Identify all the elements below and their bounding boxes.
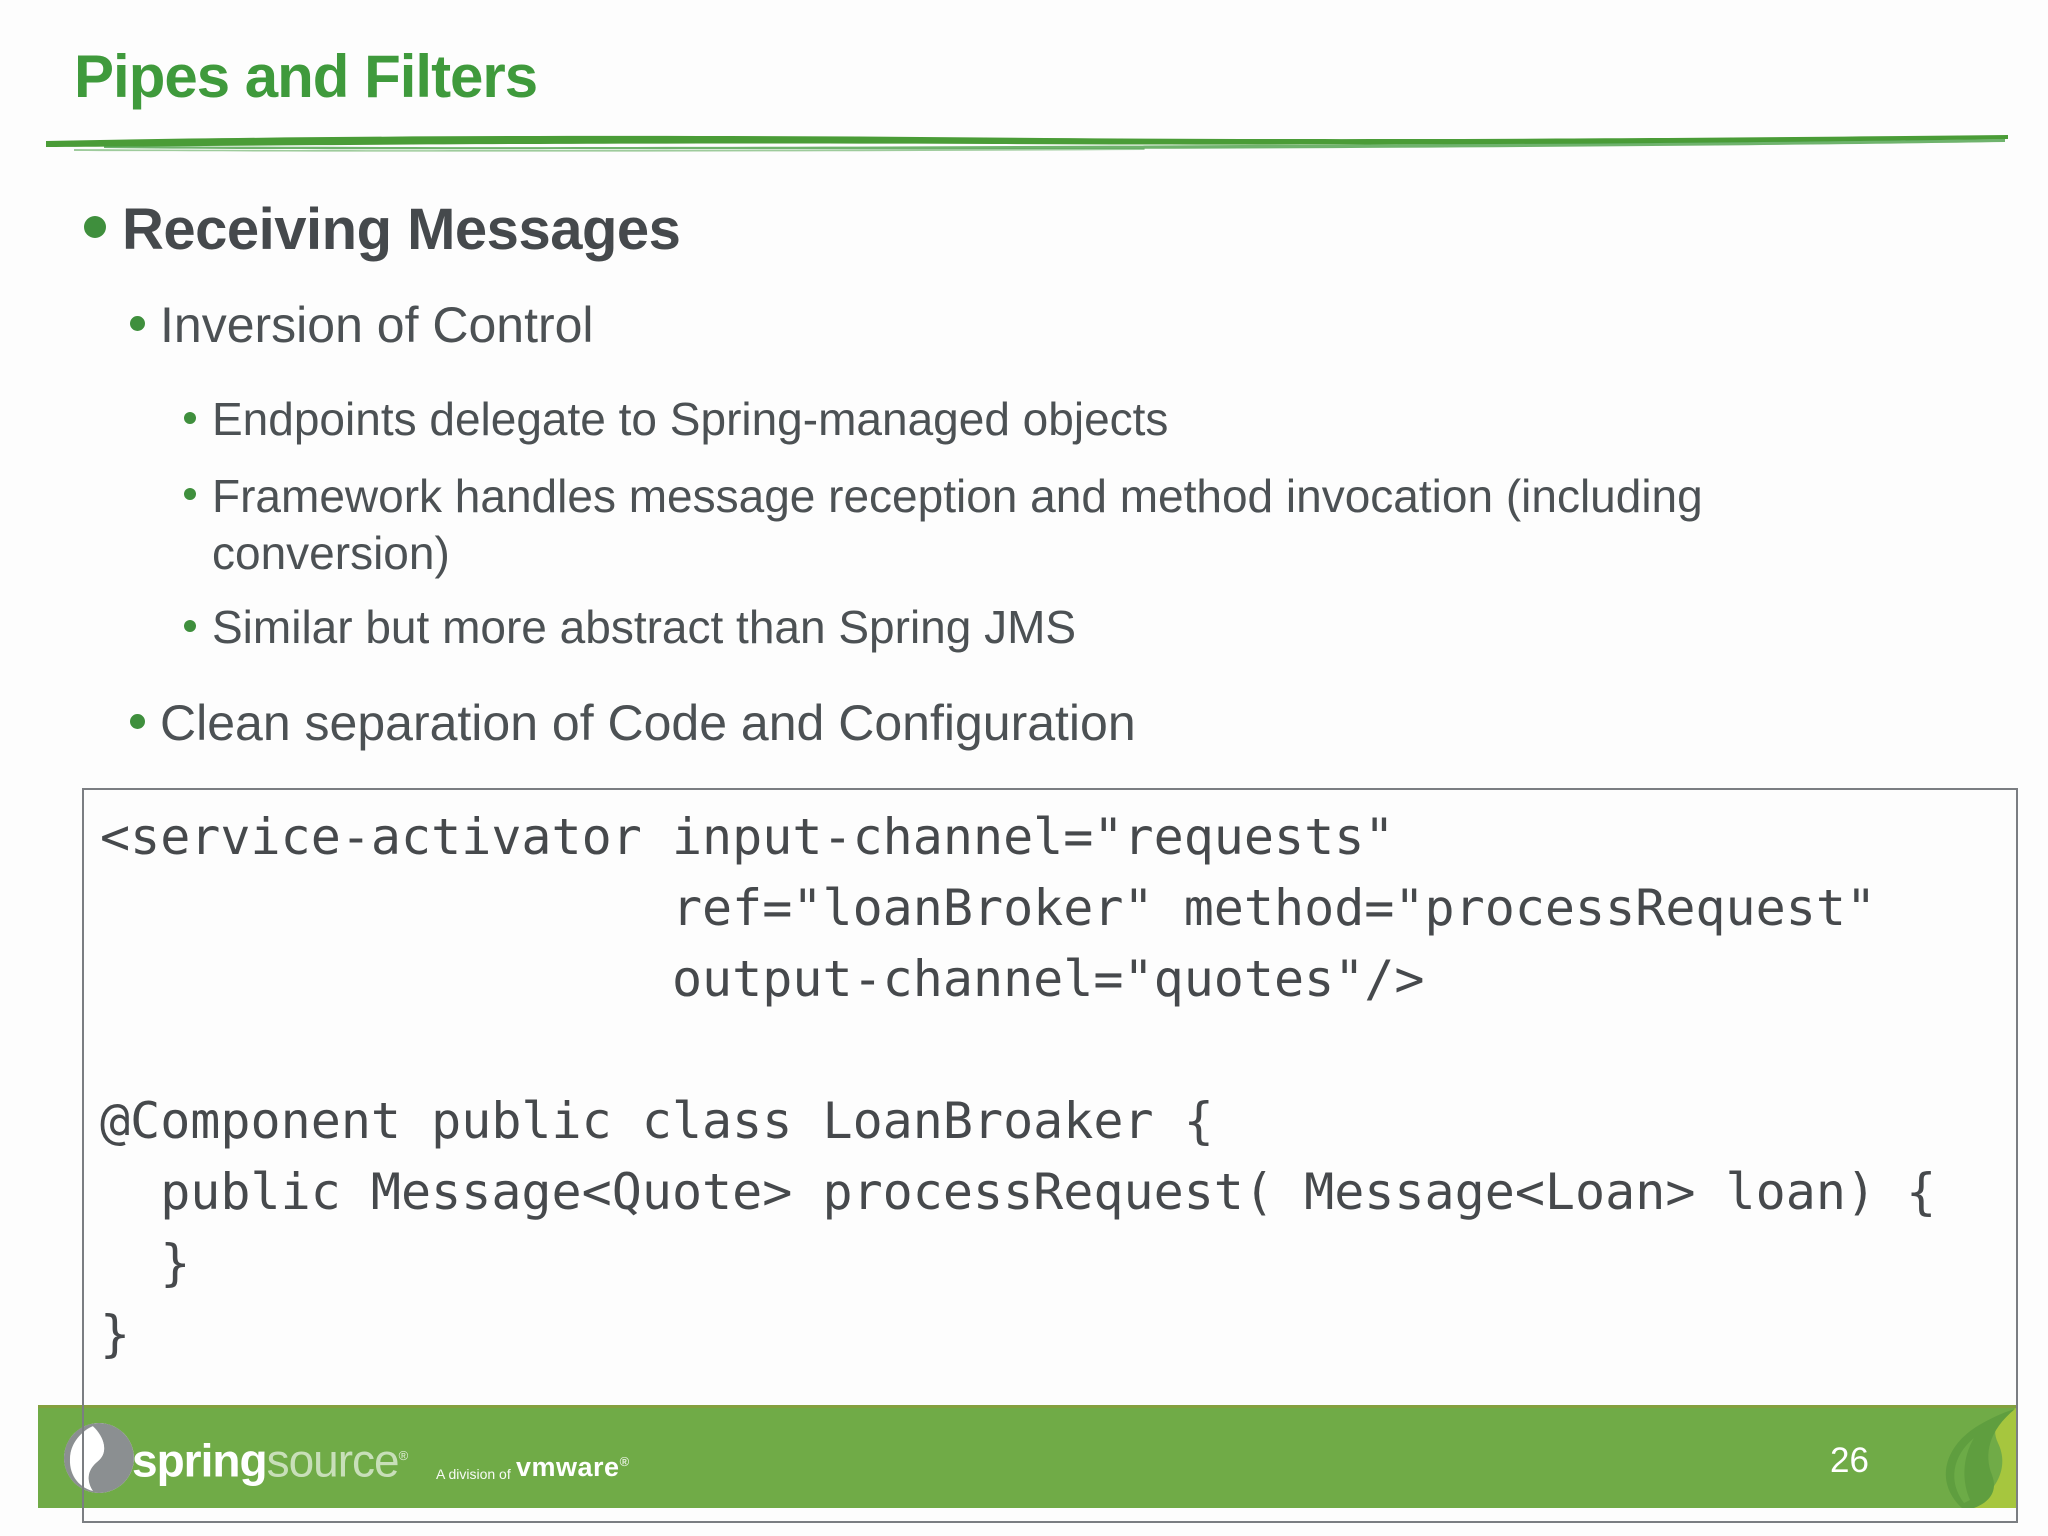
vmware-text: vmware bbox=[516, 1452, 620, 1482]
springsource-wordmark: springsource® bbox=[132, 1430, 408, 1486]
brush-underline-decoration bbox=[46, 135, 2008, 152]
registered-mark: ® bbox=[619, 1454, 630, 1469]
slide-title: Pipes and Filters bbox=[74, 43, 538, 110]
bullet-level2-clean-separation: Clean separation of Code and Configurati… bbox=[160, 695, 1136, 751]
bullet-level3-endpoints: Endpoints delegate to Spring-managed obj… bbox=[212, 393, 1169, 445]
brand-spring-text: spring bbox=[132, 1434, 268, 1487]
springsource-logo-icon bbox=[64, 1423, 134, 1493]
bullet-level2-inversion-of-control: Inversion of Control bbox=[160, 297, 594, 353]
bullet-level3-framework: Framework handles message reception and … bbox=[212, 470, 1703, 579]
bullet-icon bbox=[184, 488, 196, 500]
division-of-label: A division of bbox=[436, 1466, 511, 1482]
bullet-icon bbox=[184, 412, 196, 424]
brand-source-text: source bbox=[266, 1434, 400, 1487]
code-block: <service-activator input-channel="reques… bbox=[100, 808, 1937, 1363]
vmware-wordmark: vmware® bbox=[516, 1452, 630, 1483]
registered-mark: ® bbox=[398, 1448, 409, 1463]
bullet-icon bbox=[84, 216, 106, 238]
bullet-level1-receiving-messages: Receiving Messages bbox=[122, 197, 681, 262]
bullet-icon bbox=[130, 316, 145, 331]
bullet-level3-similar: Similar but more abstract than Spring JM… bbox=[212, 601, 1077, 653]
footer-bar: springsource® A division of vmware® 26 bbox=[38, 1405, 2016, 1508]
code-block-border bbox=[82, 788, 2018, 1523]
bullet-icon bbox=[130, 714, 145, 729]
bullet-icon bbox=[184, 620, 196, 632]
page-number: 26 bbox=[1830, 1441, 1869, 1480]
leaf-swirl-decoration bbox=[1945, 1408, 2016, 1508]
